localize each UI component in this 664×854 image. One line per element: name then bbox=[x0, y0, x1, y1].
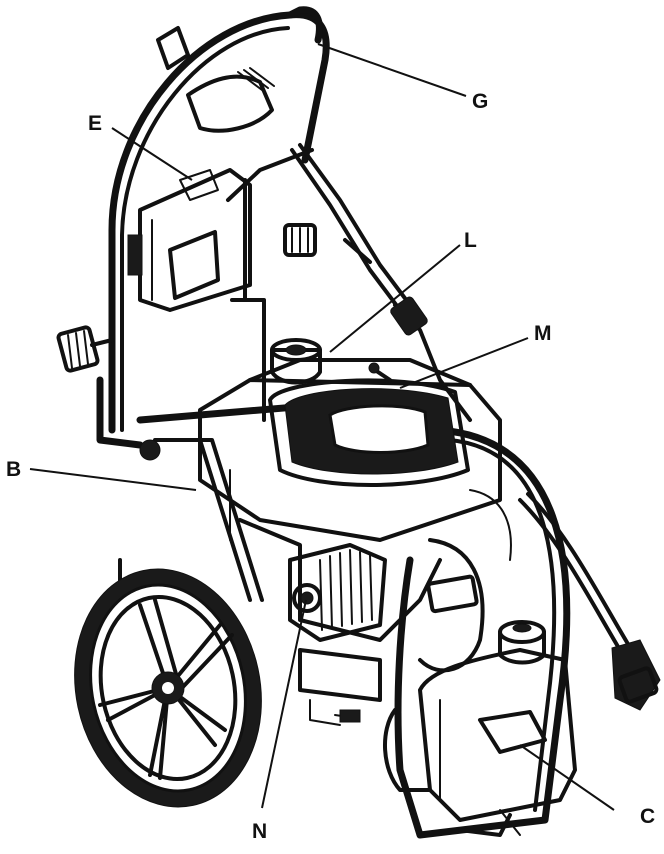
leader-g bbox=[317, 43, 467, 97]
callout-l: L bbox=[464, 229, 477, 252]
hose-wand bbox=[290, 143, 472, 422]
callout-g: G bbox=[472, 90, 488, 113]
wheel bbox=[74, 568, 262, 808]
side-knob bbox=[56, 325, 114, 373]
rear-frame bbox=[458, 809, 521, 837]
engine bbox=[198, 338, 512, 673]
spray-gun bbox=[156, 26, 275, 133]
leader-e bbox=[111, 127, 193, 181]
callout-e: E bbox=[88, 112, 102, 135]
pump bbox=[288, 543, 387, 726]
fuel-tank bbox=[383, 620, 577, 822]
callout-c: C bbox=[640, 805, 655, 828]
leader-m bbox=[399, 337, 529, 389]
outlet-hose bbox=[518, 492, 661, 711]
leader-n bbox=[261, 599, 307, 809]
callout-b: B bbox=[6, 458, 21, 481]
leader-lines bbox=[29, 43, 615, 811]
handle-frame bbox=[108, 6, 330, 434]
leader-c bbox=[519, 744, 615, 811]
leader-l bbox=[329, 244, 461, 353]
control-panel bbox=[127, 168, 252, 312]
callout-n: N bbox=[252, 820, 267, 843]
callout-m: M bbox=[534, 322, 552, 345]
detergent-knob bbox=[283, 223, 317, 257]
leader-b bbox=[29, 468, 197, 491]
